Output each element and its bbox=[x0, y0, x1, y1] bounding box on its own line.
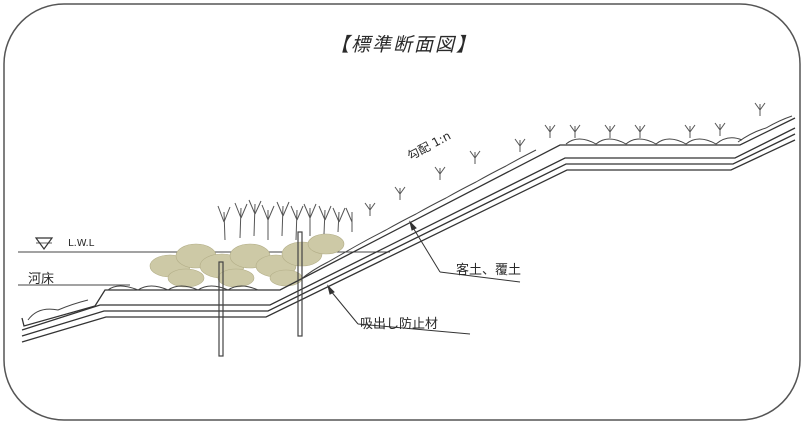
embankment bbox=[21, 117, 796, 343]
suction-prevention-label: 吸出し防止材 bbox=[360, 317, 439, 332]
vegetation-mass bbox=[149, 233, 345, 288]
diagram-border bbox=[3, 3, 801, 421]
diagram-title: 【標準断面図】 bbox=[330, 34, 478, 56]
water-level-marker-icon bbox=[34, 237, 54, 251]
reed-plants bbox=[217, 199, 353, 241]
riverbed-label: 河床 bbox=[28, 272, 55, 287]
stakes bbox=[218, 231, 303, 357]
leader-lines bbox=[327, 220, 521, 335]
small-plants bbox=[364, 102, 766, 216]
protection-blocks bbox=[27, 115, 793, 321]
water-level-label: L.W.L bbox=[68, 238, 95, 249]
soil-label: 客土、覆土 bbox=[456, 263, 522, 278]
